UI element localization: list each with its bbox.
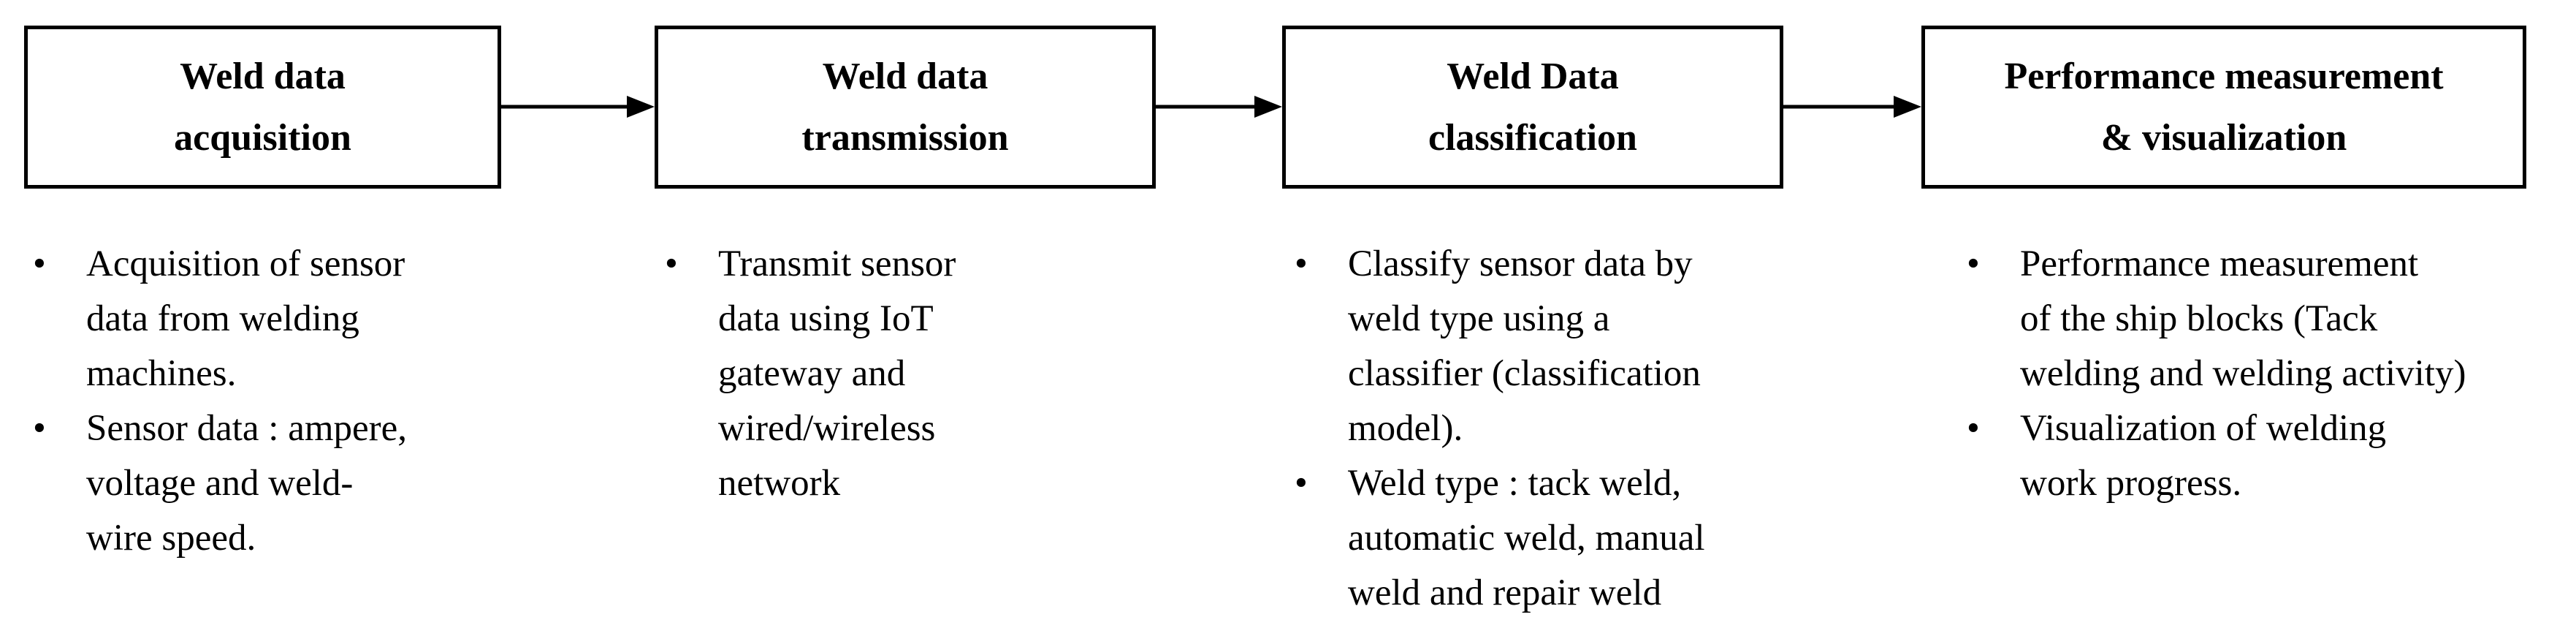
bullet-line: Sensor data : ampere,: [86, 408, 408, 449]
bullet-line: classifier (classification: [1348, 353, 1701, 394]
step-title-line: & visualization: [2100, 116, 2347, 159]
bullet-line: data from welding: [86, 298, 359, 339]
bullet-item: • Performance measurement of the ship bl…: [1967, 237, 2466, 401]
bullet-item: • Acquisition of sensor data from weldin…: [33, 237, 407, 401]
bullet-item: • Transmit sensor data using IoT gateway…: [665, 237, 956, 511]
bullet-line: Acquisition of sensor: [86, 243, 405, 284]
bullet-line: weld and repair weld: [1348, 572, 1662, 613]
bullet-dot-icon: •: [665, 243, 678, 284]
arrow-acquisition-to-transmission: [501, 96, 655, 118]
bullet-line: automatic weld, manual: [1348, 518, 1705, 559]
bullet-line: Classify sensor data by: [1348, 243, 1693, 284]
step-box-weld-data-transmission: Weld data transmission: [655, 26, 1156, 189]
step-title-line: Weld data: [822, 55, 988, 97]
bullet-item: • Classify sensor data by weld type usin…: [1295, 237, 1705, 456]
bullet-line: machines.: [86, 353, 237, 394]
bullets-transmission: • Transmit sensor data using IoT gateway…: [665, 237, 956, 511]
arrow-transmission-to-classification: [1156, 96, 1282, 118]
bullet-item: • Weld type : tack weld, automatic weld,…: [1295, 456, 1705, 621]
step-box-performance-measurement: Performance measurement & visualization: [1921, 26, 2526, 189]
step-title-line: classification: [1428, 116, 1637, 159]
bullets-acquisition: • Acquisition of sensor data from weldin…: [33, 237, 407, 566]
bullet-line: work progress.: [2020, 463, 2242, 504]
bullet-line: data using IoT: [718, 298, 934, 339]
bullet-line: of the ship blocks (Tack: [2020, 298, 2378, 339]
step-title-line: transmission: [801, 116, 1009, 159]
step-box-weld-data-classification: Weld Data classification: [1282, 26, 1783, 189]
bullet-line: network: [718, 463, 841, 504]
bullet-line: weld type using a: [1348, 298, 1610, 339]
bullet-dot-icon: •: [1295, 463, 1308, 504]
step-title-line: Weld data: [180, 55, 346, 97]
bullet-item: • Sensor data : ampere, voltage and weld…: [33, 401, 407, 566]
step-title-line: Weld Data: [1447, 55, 1619, 97]
step-title-line: Performance measurement: [2004, 55, 2444, 97]
step-box-weld-data-acquisition: Weld data acquisition: [24, 26, 501, 189]
bullet-line: voltage and weld-: [86, 463, 354, 504]
bullet-line: model).: [1348, 408, 1463, 449]
bullet-line: Performance measurement: [2020, 243, 2419, 284]
arrow-classification-to-performance: [1783, 96, 1921, 118]
bullet-line: gateway and: [718, 353, 906, 394]
bullet-line: Visualization of welding: [2020, 408, 2387, 449]
bullet-line: wire speed.: [86, 518, 256, 559]
bullet-dot-icon: •: [1967, 408, 1980, 449]
step-title-line: acquisition: [174, 116, 351, 159]
bullet-dot-icon: •: [33, 408, 46, 449]
bullet-item: • Visualization of welding work progress…: [1967, 401, 2466, 511]
bullet-dot-icon: •: [33, 243, 46, 284]
bullet-line: welding and welding activity): [2020, 353, 2466, 394]
bullet-line: Weld type : tack weld,: [1348, 463, 1682, 504]
bullet-line: Transmit sensor: [718, 243, 956, 284]
bullets-classification: • Classify sensor data by weld type usin…: [1295, 237, 1705, 621]
bullets-performance: • Performance measurement of the ship bl…: [1967, 237, 2466, 511]
bullet-line: wired/wireless: [718, 408, 936, 449]
bullet-dot-icon: •: [1295, 243, 1308, 284]
bullet-dot-icon: •: [1967, 243, 1980, 284]
